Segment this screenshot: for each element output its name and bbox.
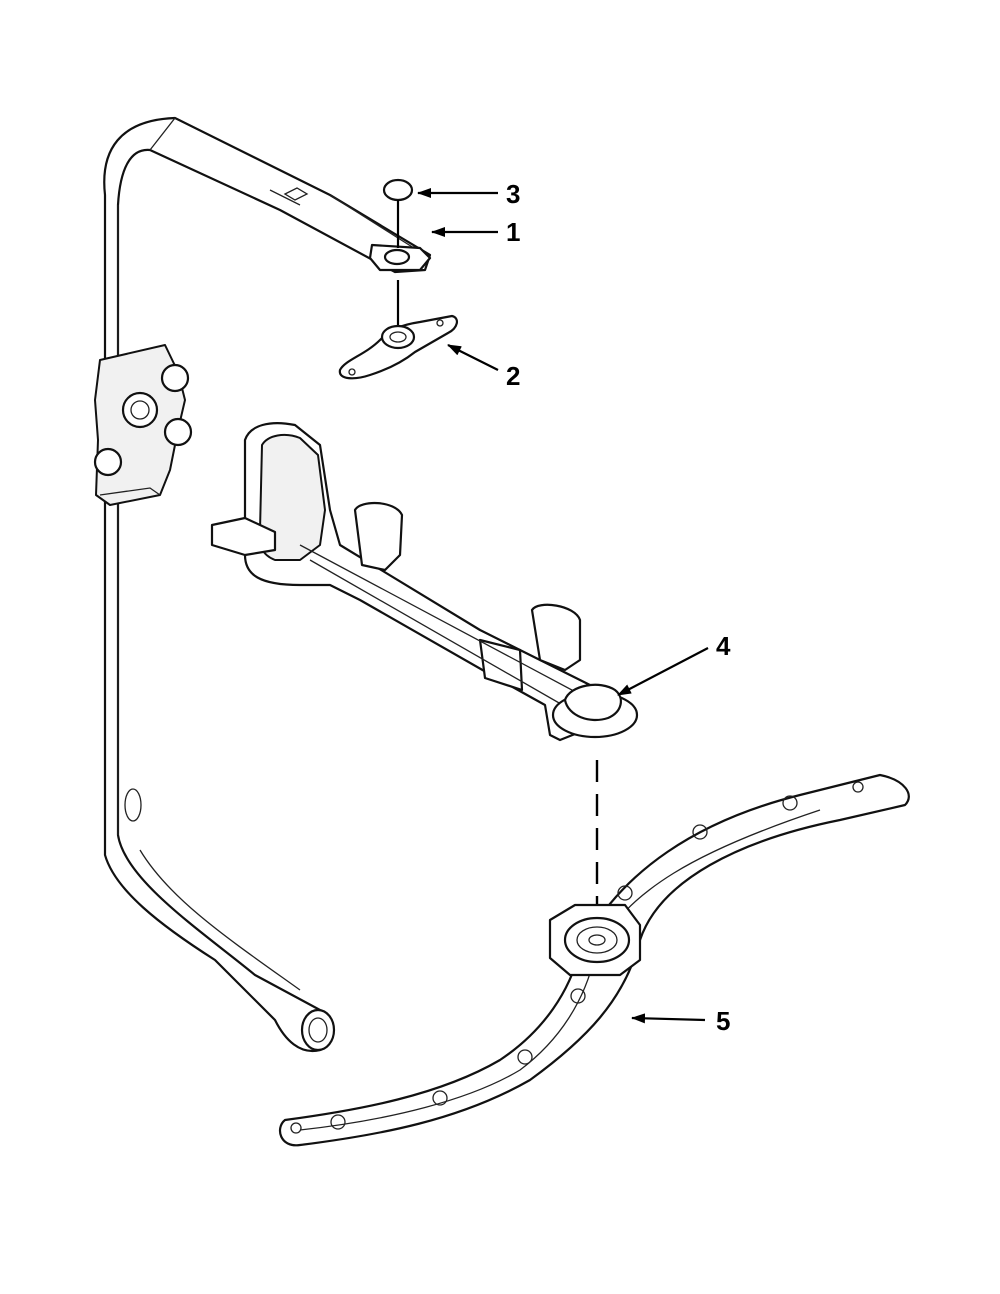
part-1-upper-arm-mount [368,243,432,272]
lower-arm-hub [548,903,642,977]
leader-2 [447,344,499,371]
callout-leaders [417,188,709,1024]
callout-2: 2 [506,361,520,391]
part-2-upper-spray-arm [338,314,458,380]
leader-5 [631,1013,706,1024]
callout-4: 4 [716,631,731,661]
leader-4 [617,647,709,696]
callout-5: 5 [716,1006,730,1036]
part-4-spray-manifold [210,422,639,742]
mounting-bracket [93,344,193,506]
callout-3: 3 [506,179,520,209]
supply-tube [103,116,432,1053]
callout-labels: 3 1 2 4 5 [506,179,731,1036]
part-3-cap [382,178,414,202]
part-5-lower-spray-arm [278,773,910,1147]
callout-1: 1 [506,217,520,247]
